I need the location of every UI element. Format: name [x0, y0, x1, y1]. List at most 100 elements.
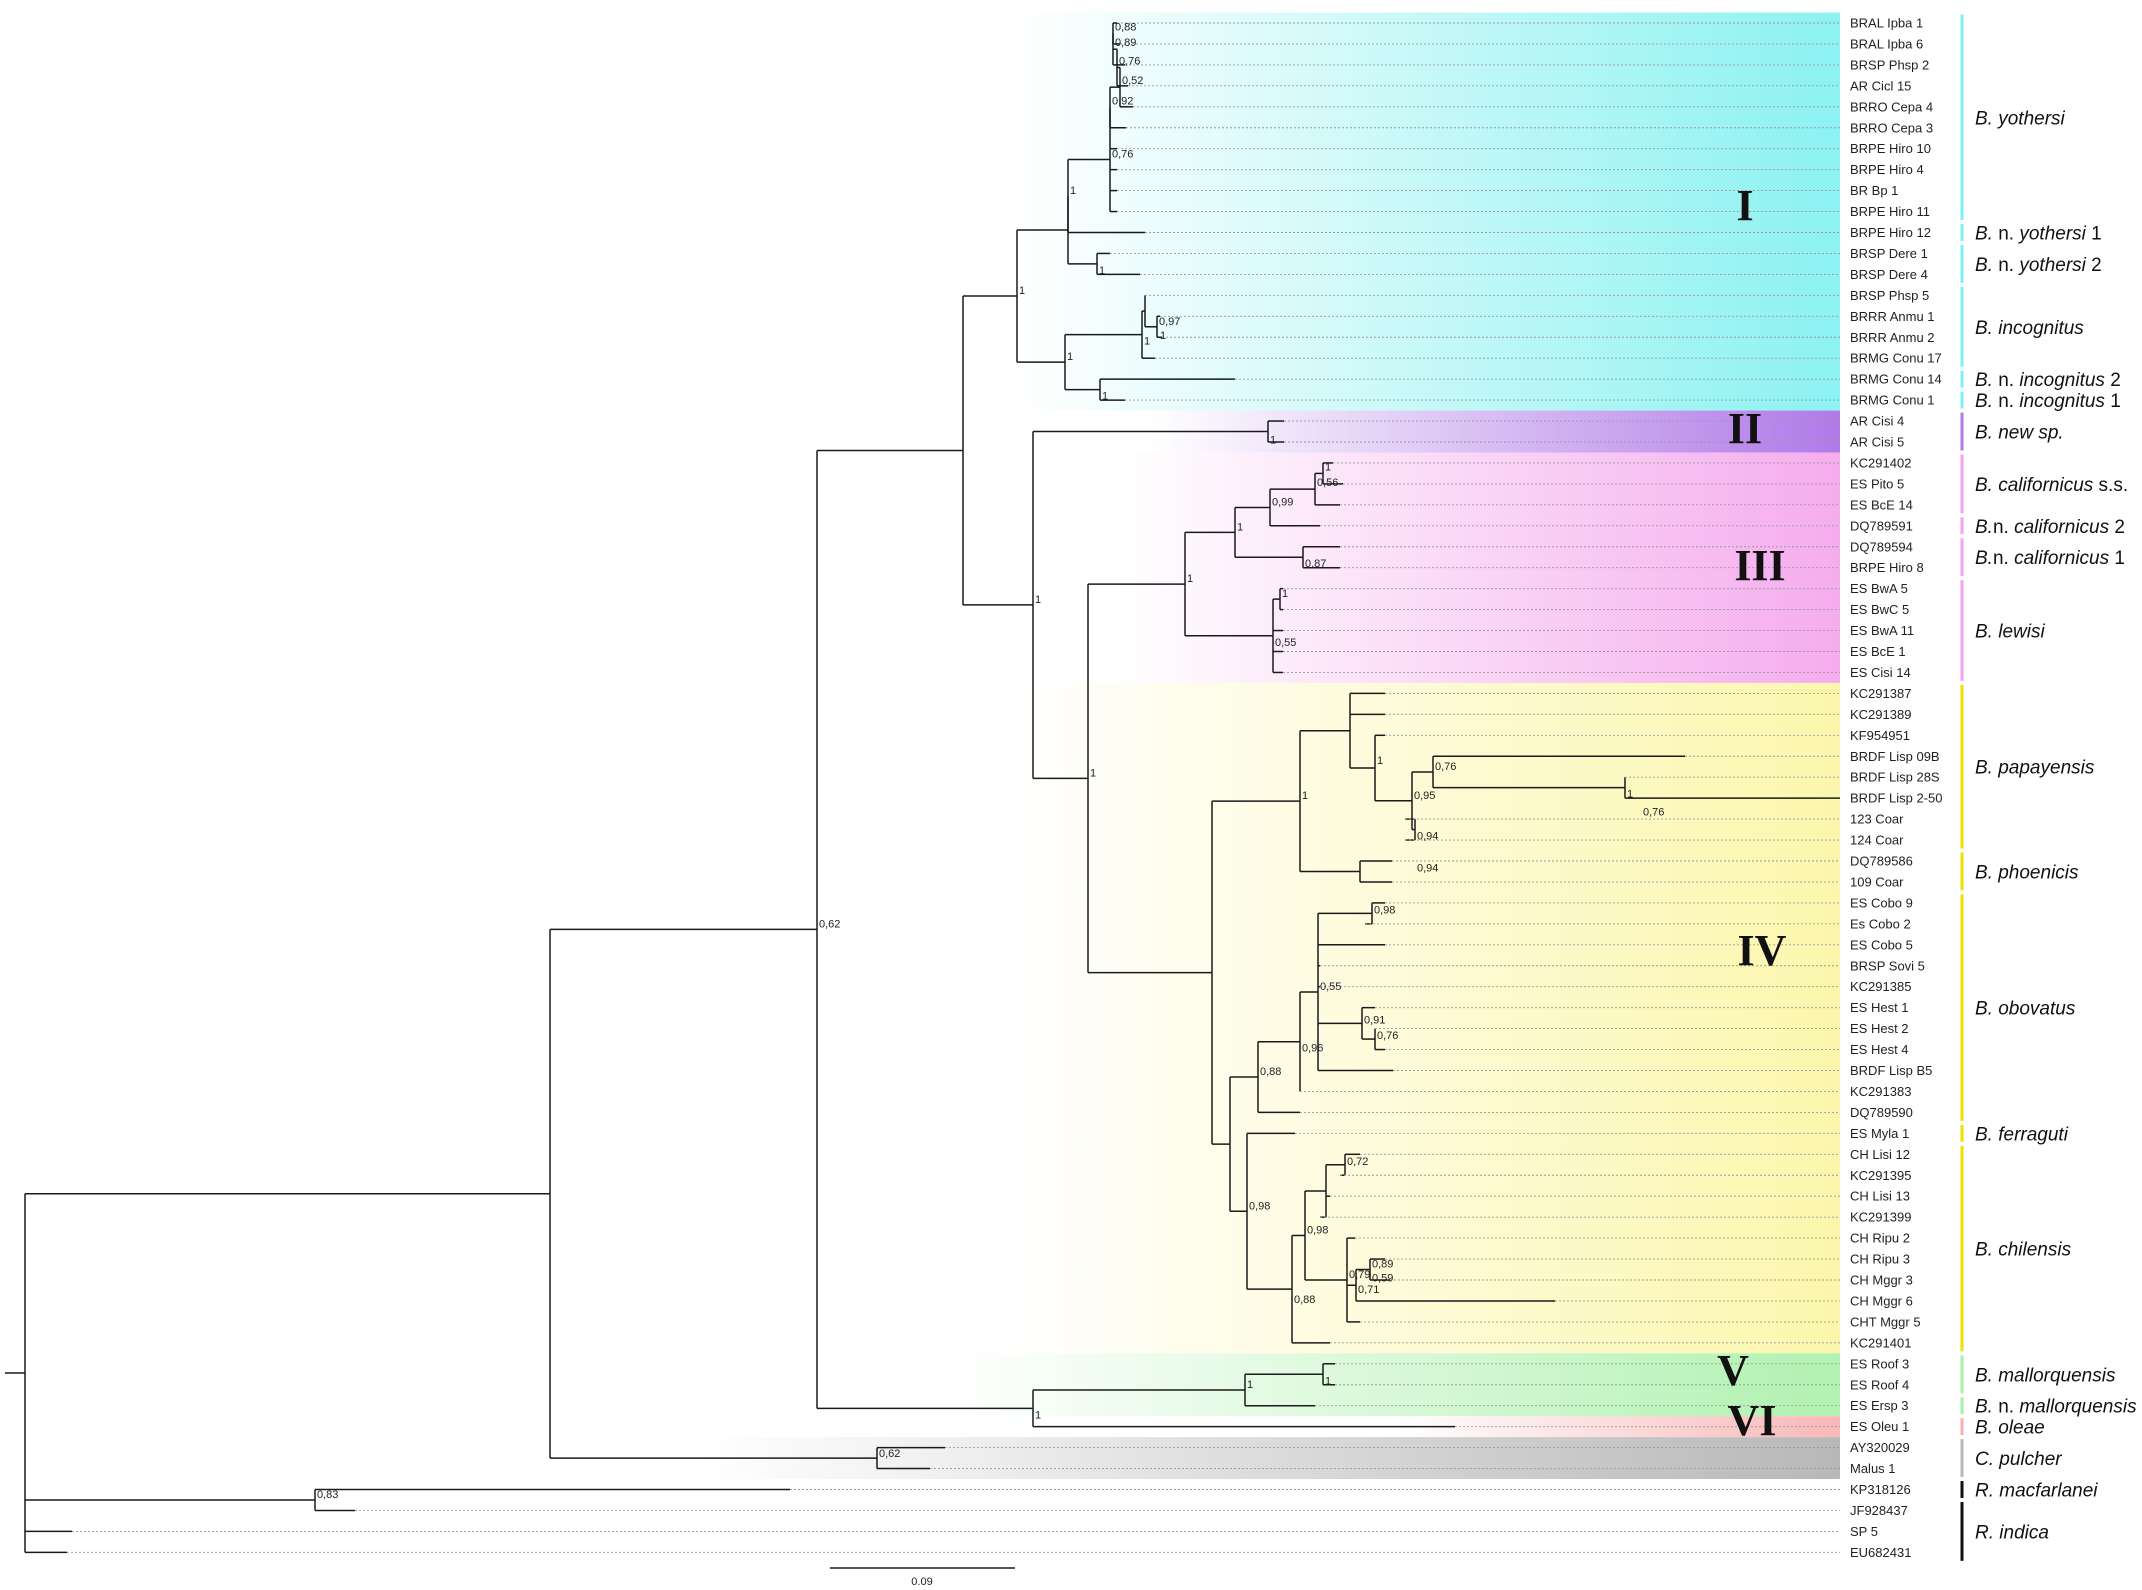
species-label: B. incognitus: [1975, 318, 2084, 339]
species-label: B. lewisi: [1975, 622, 2045, 643]
support-value: 1: [1325, 461, 1331, 473]
support-value: 0,89: [1115, 37, 1136, 49]
species-label: B. californicus s.s.: [1975, 475, 2128, 496]
tip-label: ES Ersp 3: [1850, 1398, 1909, 1413]
support-value: 1: [1627, 789, 1633, 801]
tip-label: BRDF Lisp 09B: [1850, 749, 1940, 764]
support-value: 0,97: [1159, 316, 1180, 328]
tip-label: CH Lisi 12: [1850, 1147, 1910, 1162]
tip-label: BRRO Cepa 3: [1850, 120, 1933, 135]
species-label: B. mallorquensis: [1975, 1365, 2116, 1386]
tip-label: DQ789586: [1850, 854, 1913, 869]
support-value: 1: [1019, 285, 1025, 297]
species-label: C. pulcher: [1975, 1449, 2062, 1470]
species-label: B. obovatus: [1975, 999, 2076, 1020]
support-value: 1: [1270, 435, 1276, 447]
tip-label: KC291383: [1850, 1084, 1911, 1099]
support-value: 0,94: [1417, 863, 1438, 875]
tip-label: BRPE Hiro 11: [1850, 204, 1930, 219]
support-value: 1: [1070, 185, 1076, 197]
support-value: 0,56: [1317, 477, 1338, 489]
species-label: B.n. californicus 1: [1975, 548, 2125, 569]
support-value: 1: [1282, 588, 1288, 600]
tip-label: DQ789591: [1850, 518, 1913, 533]
tip-label: AR Cicl 15: [1850, 78, 1911, 93]
tip-label: BRSP Dere 1: [1850, 246, 1928, 261]
tip-label: ES BwA 5: [1850, 581, 1908, 596]
support-value: 0,88: [1294, 1294, 1315, 1306]
support-value: 0,76: [1112, 149, 1133, 161]
tip-label: CH Mggr 6: [1850, 1293, 1913, 1308]
support-value: 0,98: [1374, 904, 1395, 916]
tip-label: KF954951: [1850, 728, 1910, 743]
support-value: 0,98: [1307, 1224, 1328, 1236]
tip-label: ES Myla 1: [1850, 1126, 1909, 1141]
tip-label: ES BwA 11: [1850, 623, 1914, 638]
support-value: 1: [1247, 1379, 1253, 1391]
tip-label: BRRR Anmu 2: [1850, 330, 1935, 345]
tip-label: SP 5: [1850, 1524, 1878, 1539]
tip-label: BRPE Hiro 10: [1850, 141, 1931, 156]
tip-label: BRSP Sovi 5: [1850, 958, 1925, 973]
support-value: 0,62: [879, 1448, 900, 1460]
support-value: 1: [1102, 391, 1108, 403]
clade-label-I: I: [1736, 181, 1753, 230]
tip-label: ES Hest 2: [1850, 1021, 1909, 1036]
support-value: 0,87: [1305, 558, 1326, 570]
species-label: B. yothersi: [1975, 108, 2066, 129]
support-value: 0,55: [1275, 637, 1296, 649]
tip-label: KC291399: [1850, 1210, 1911, 1225]
tip-label: CH Ripu 2: [1850, 1231, 1910, 1246]
support-value: 1: [1067, 351, 1073, 363]
tip-label: 124 Coar: [1850, 833, 1904, 848]
support-value: 1: [1035, 594, 1041, 606]
tip-label: ES Roof 4: [1850, 1377, 1909, 1392]
tip-label: BRAL Ipba 1: [1850, 16, 1923, 31]
species-label: B.n. californicus 2: [1975, 517, 2125, 538]
support-value: 0,95: [1414, 790, 1435, 802]
tip-label: ES Hest 1: [1850, 1000, 1909, 1015]
tip-label: Es Cobo 2: [1850, 916, 1911, 931]
support-value: 0,79: [1349, 1269, 1370, 1281]
tip-label: BRSP Phsp 5: [1850, 288, 1929, 303]
species-label: R. indica: [1975, 1522, 2049, 1543]
tip-label: AR Cisi 5: [1850, 435, 1904, 450]
support-value: 0,76: [1435, 761, 1456, 773]
support-value: 0,76: [1643, 807, 1664, 819]
tip-label: BRMG Conu 1: [1850, 393, 1935, 408]
tip-label: ES BwC 5: [1850, 602, 1909, 617]
tip-label: BRDF Lisp B5: [1850, 1063, 1932, 1078]
scale-bar-label: 0.09: [911, 1576, 932, 1588]
tip-label: BRMG Conu 17: [1850, 351, 1942, 366]
tip-label: DQ789594: [1850, 539, 1913, 554]
tip-label: ES Oleu 1: [1850, 1419, 1909, 1434]
support-value: 0,71: [1358, 1284, 1379, 1296]
tip-label: CH Ripu 3: [1850, 1252, 1910, 1267]
tip-label: AY320029: [1850, 1440, 1910, 1455]
tip-label: ES Cobo 5: [1850, 937, 1913, 952]
tip-label: 109 Coar: [1850, 874, 1904, 889]
tip-label: EU682431: [1850, 1545, 1911, 1560]
support-value: 0,92: [1112, 95, 1133, 107]
tip-label: ES BcE 14: [1850, 497, 1913, 512]
tip-label: BRRR Anmu 1: [1850, 309, 1935, 324]
clade-label-V: V: [1717, 1346, 1749, 1395]
tip-label: BRDF Lisp 2-50: [1850, 791, 1942, 806]
tip-label: BRRO Cepa 4: [1850, 99, 1933, 114]
tip-label: Malus 1: [1850, 1461, 1896, 1476]
support-value: 1: [1325, 1375, 1331, 1387]
species-label: B. papayensis: [1975, 758, 2095, 779]
tip-label: KP318126: [1850, 1482, 1911, 1497]
species-label: B. ferraguti: [1975, 1124, 2069, 1145]
support-value: 0,76: [1377, 1030, 1398, 1042]
tip-label: BRPE Hiro 8: [1850, 560, 1924, 575]
support-value: 0,98: [1249, 1200, 1270, 1212]
support-value: 0,88: [1115, 21, 1136, 33]
tip-label: ES Cobo 9: [1850, 895, 1913, 910]
tip-label: KC291387: [1850, 686, 1911, 701]
clade-label-VI: VI: [1728, 1396, 1777, 1445]
tip-label: ES Cisi 14: [1850, 665, 1911, 680]
species-label: B. n. incognitus 1: [1975, 391, 2121, 412]
